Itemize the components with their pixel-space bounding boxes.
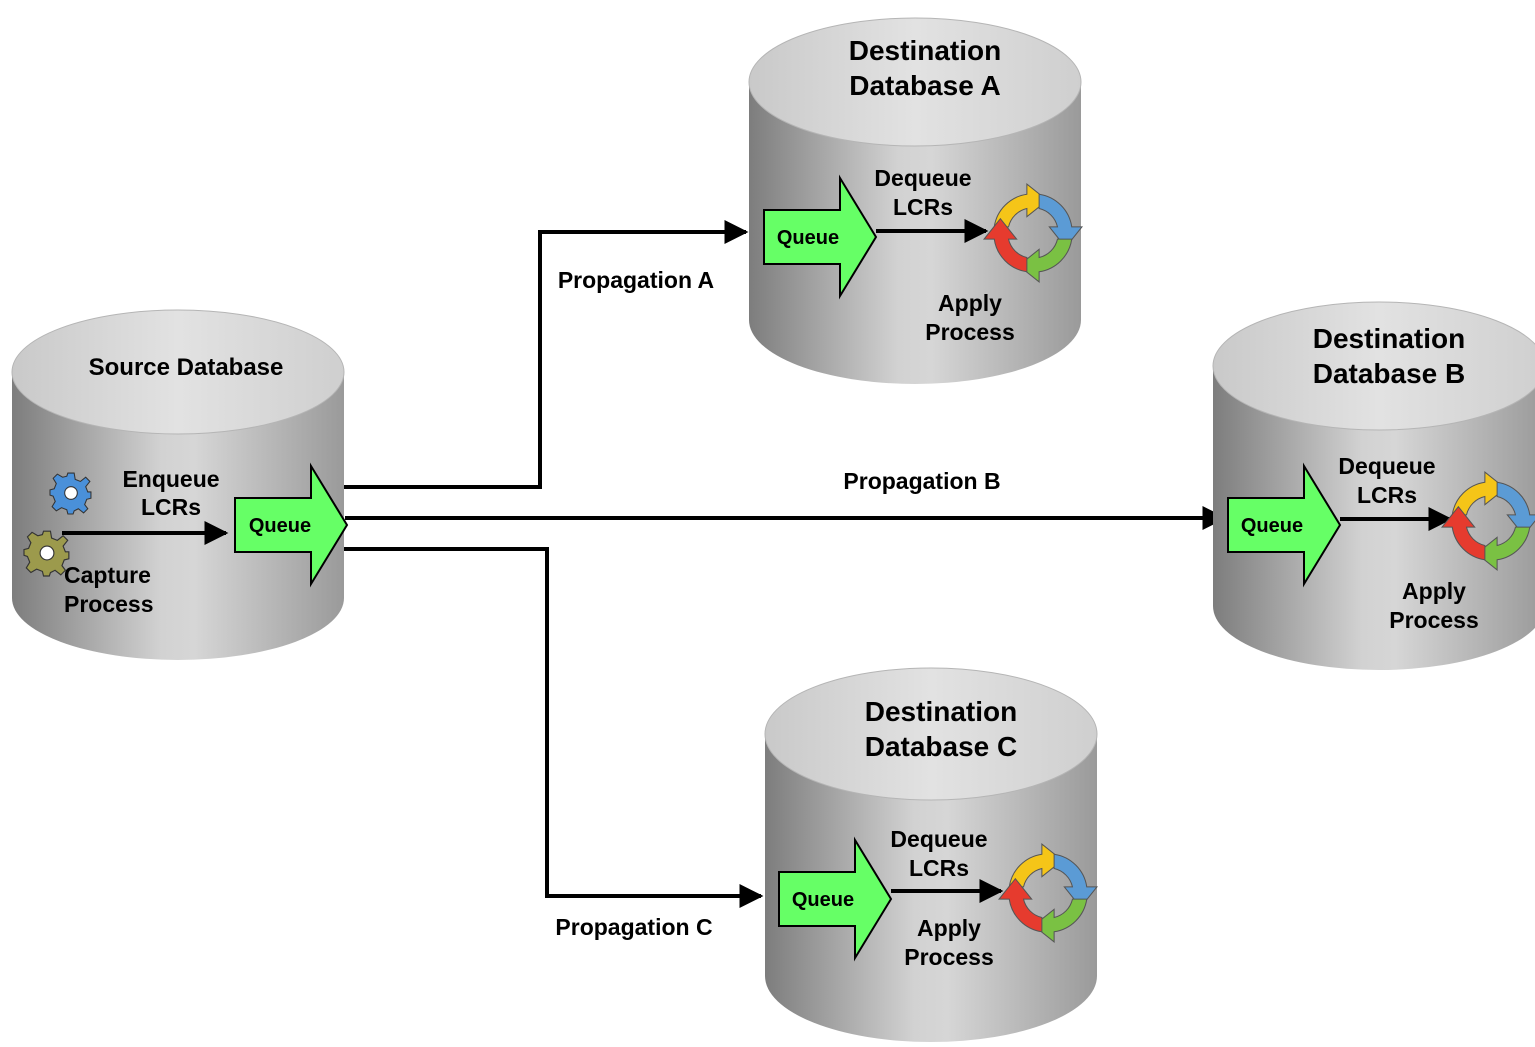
propagation-a-line xyxy=(332,220,749,489)
propagation-lines xyxy=(332,220,1227,908)
capture-label-line1: Capture xyxy=(64,562,151,588)
dest-a-dequeue-line2: LCRs xyxy=(893,194,953,220)
enqueue-label-line1: Enqueue xyxy=(122,466,219,492)
dest-c-title-line2: Database C xyxy=(865,731,1018,762)
dest-b-title-line1: Destination xyxy=(1313,323,1465,354)
destination-database-b: Destination Database B Queue Dequeue LCR… xyxy=(1212,301,1535,670)
source-database: Source Database Enqueue LCRs Capture Pro… xyxy=(11,309,348,660)
dest-a-dequeue-line1: Dequeue xyxy=(874,165,971,191)
dest-a-title-line1: Destination xyxy=(849,35,1001,66)
enqueue-label-line2: LCRs xyxy=(141,494,201,520)
dest-c-queue: Queue xyxy=(778,839,892,959)
destination-database-a: Destination Database A Queue Dequeue LCR… xyxy=(748,17,1083,384)
dest-b-apply-line1: Apply xyxy=(1402,578,1466,604)
dest-a-apply-line2: Process xyxy=(925,319,1015,345)
dest-b-cylinder-top xyxy=(1212,301,1535,431)
dest-b-apply-line2: Process xyxy=(1389,607,1479,633)
dest-b-queue: Queue xyxy=(1227,465,1341,585)
propagation-c-label: Propagation C xyxy=(555,914,712,940)
propagation-c-line xyxy=(332,547,764,908)
dest-c-dequeue-line2: LCRs xyxy=(909,855,969,881)
dest-b-title-line2: Database B xyxy=(1313,358,1466,389)
dest-a-title-line2: Database A xyxy=(849,70,1000,101)
dest-b-dequeue-line1: Dequeue xyxy=(1338,453,1435,479)
dest-c-cylinder-body xyxy=(765,734,1097,1042)
dest-a-queue: Queue xyxy=(763,177,877,297)
dest-c-cylinder-top xyxy=(764,667,1098,801)
dest-c-apply-line1: Apply xyxy=(917,915,981,941)
source-cylinder-body xyxy=(12,372,344,660)
dest-a-cylinder-top xyxy=(748,17,1082,147)
capture-label-line2: Process xyxy=(64,591,154,617)
destination-database-c: Destination Database C Queue Dequeue LCR… xyxy=(764,667,1098,1042)
source-queue: Queue xyxy=(234,465,348,585)
dest-c-dequeue-line1: Dequeue xyxy=(890,826,987,852)
dest-b-queue-label: Queue xyxy=(1241,515,1303,537)
source-queue-label: Queue xyxy=(249,515,311,537)
dest-a-queue-label: Queue xyxy=(777,227,839,249)
dest-c-apply-line2: Process xyxy=(904,944,994,970)
source-cylinder-top xyxy=(11,309,345,435)
dest-b-dequeue-line2: LCRs xyxy=(1357,482,1417,508)
propagation-b-label: Propagation B xyxy=(843,468,1000,494)
propagation-a-label: Propagation A xyxy=(558,267,714,293)
dest-a-apply-line1: Apply xyxy=(938,290,1002,316)
source-title: Source Database xyxy=(89,354,284,381)
dest-c-title-line1: Destination xyxy=(865,696,1017,727)
dest-c-queue-label: Queue xyxy=(792,889,854,911)
